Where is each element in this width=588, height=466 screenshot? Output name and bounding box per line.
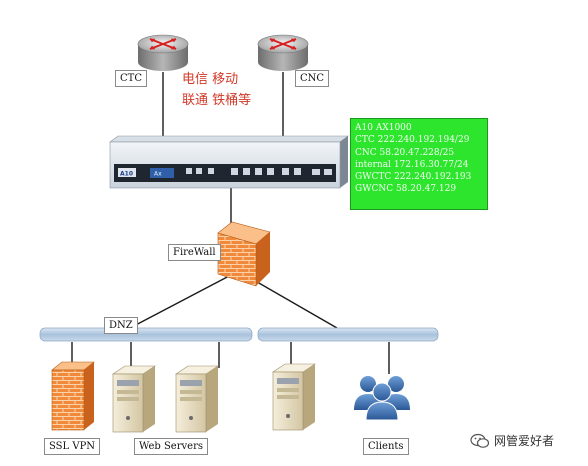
dmz-segment-bar — [39, 327, 253, 342]
device-model-badge: Ax — [154, 171, 162, 178]
device-brand: A10 — [120, 171, 133, 178]
server-icon — [175, 365, 219, 433]
info-line: CTC 222.240.192.194/29 — [355, 135, 470, 146]
load-balancer-icon: A10 Ax — [109, 135, 349, 189]
firewall-icon — [51, 361, 95, 431]
wechat-icon — [470, 433, 490, 448]
watermark-text: 网管爱好者 — [494, 434, 555, 448]
ctc-label: CTC — [115, 70, 147, 87]
link-firewall-dmz — [129, 274, 232, 329]
firewall-icon — [217, 221, 271, 287]
info-line: A10 AX1000 — [355, 123, 412, 133]
ssl-vpn-label: SSL VPN — [44, 438, 101, 455]
server-icon — [112, 365, 156, 433]
isp-note-line2: 联通 铁桶等 — [182, 93, 252, 108]
info-line: CNC 58.20.47.228/25 — [355, 147, 455, 158]
firewall-label: FireWall — [168, 244, 221, 261]
links — [71, 72, 390, 374]
info-line: internal 172.16.30.77/24 — [355, 159, 469, 170]
lan-segment-bar — [257, 327, 439, 342]
clients-label: Clients — [363, 438, 409, 455]
segment-bars — [39, 327, 439, 342]
users-icon — [354, 376, 410, 421]
router-icon — [257, 34, 309, 71]
web-servers-label: Web Servers — [134, 438, 208, 455]
dnz-label: DNZ — [104, 317, 138, 334]
info-line: GWCNC 58.20.47.129 — [355, 184, 457, 195]
device-info-box: A10 AX1000 CTC 222.240.192.194/29 CNC 58… — [350, 118, 488, 210]
router-icon — [137, 34, 189, 71]
isp-note-line1: 电信 移动 — [182, 72, 239, 87]
cnc-label: CNC — [295, 70, 330, 87]
link-firewall-lan — [244, 274, 338, 329]
info-line: GWCTC 222.240.192.193 — [355, 172, 472, 183]
server-icon — [272, 363, 316, 431]
watermark: 网管爱好者 — [470, 432, 554, 449]
